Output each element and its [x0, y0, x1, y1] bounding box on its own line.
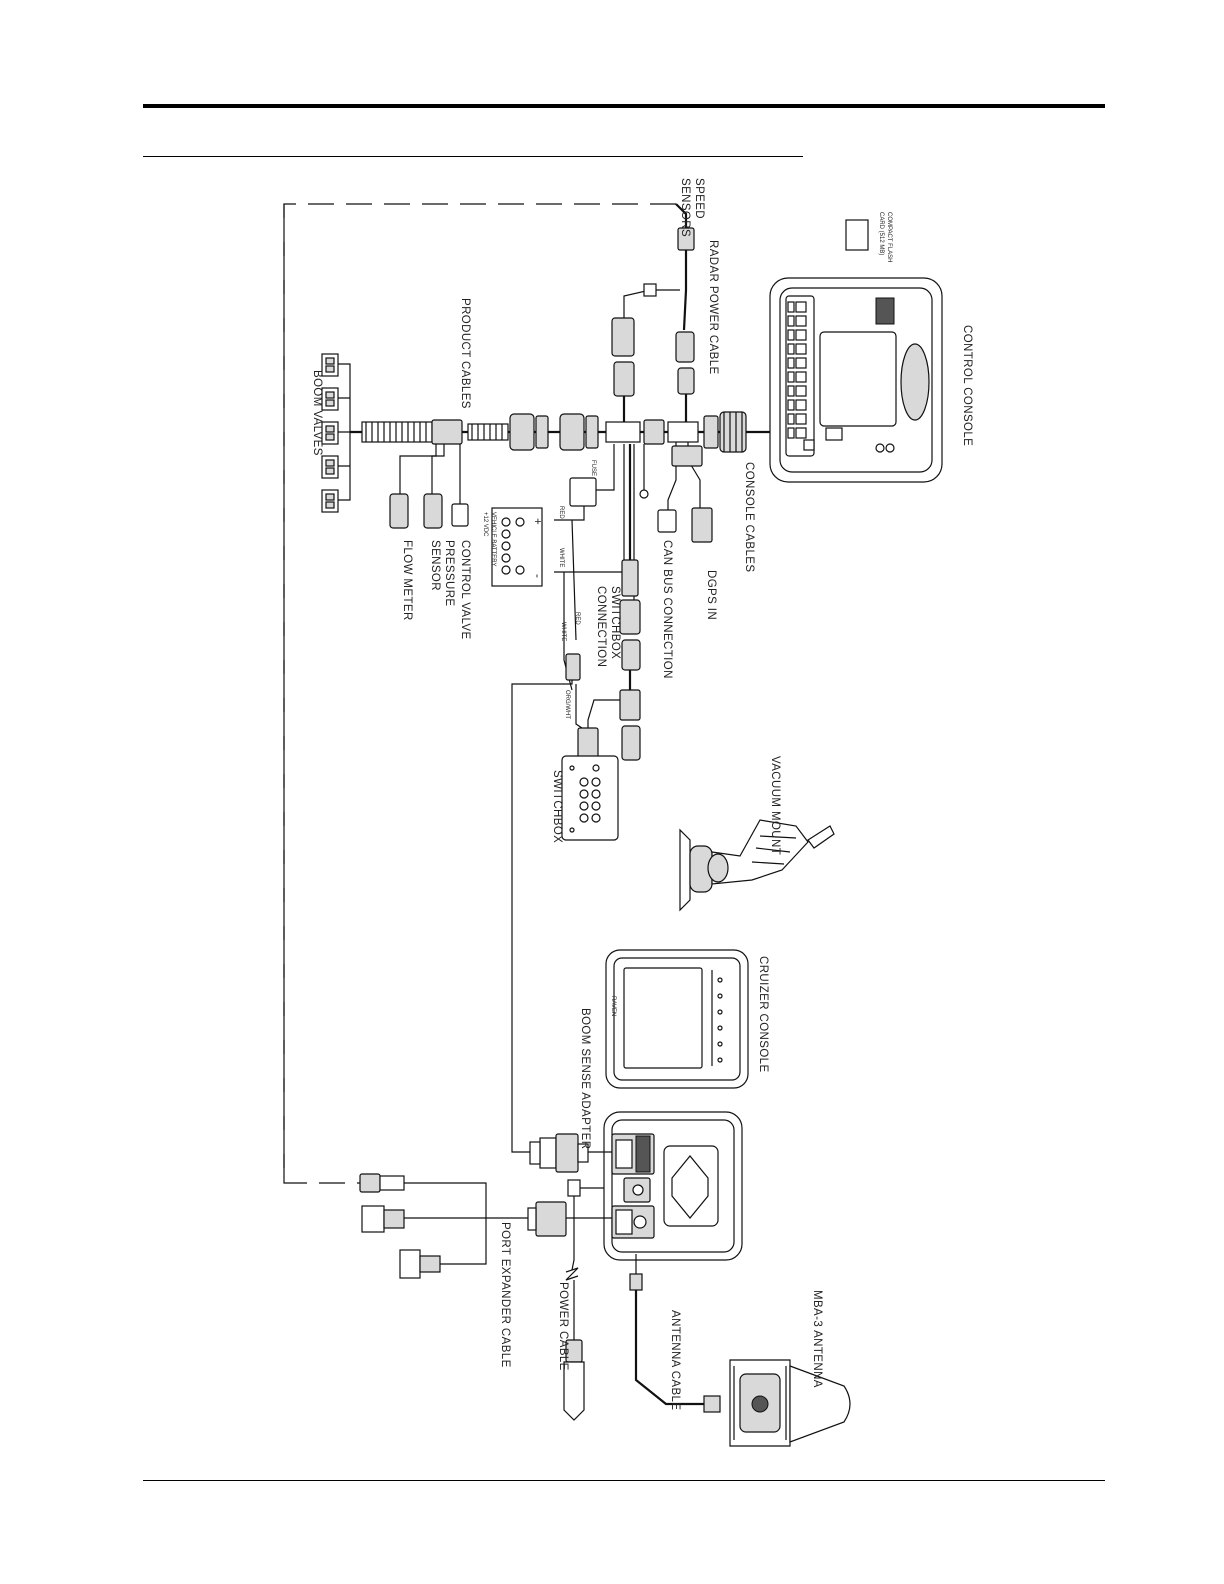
gps-receiver	[603, 1111, 743, 1261]
antenna-cable: ANTENNA CABLE	[629, 1254, 721, 1413]
pressure-sensor-label-2: SENSOR	[429, 540, 441, 591]
antenna-cable-label: ANTENNA CABLE	[669, 1310, 681, 1410]
boom-sense-adapter: BOOM SENSE ADAPTER	[529, 1008, 612, 1173]
console-cables: CONSOLE CABLES DGPS IN CAN BUS CONNECTIO…	[657, 442, 755, 679]
radar-power-cable-label: RADAR POWER CABLE	[707, 240, 719, 375]
cruizer-console-label: CRUIZER CONSOLE	[757, 956, 769, 1073]
speed-sensors-label-2: SENSORS	[679, 178, 691, 237]
dashed-link-lines	[283, 203, 676, 1184]
header-rule-thick	[143, 104, 1105, 108]
power-cable-label: POWER CABLE	[557, 1282, 569, 1371]
flow-meter-label: FLOW METER	[401, 540, 413, 621]
control-console-label: CONTROL CONSOLE	[961, 325, 973, 446]
red-lead-label: RED	[574, 612, 580, 625]
mba3-antenna-label: MBA-3 ANTENNA	[811, 1290, 823, 1388]
compact-flash-label-1: COMPACT FLASH	[886, 212, 892, 262]
port-expander-cable-label: PORT EXPANDER CABLE	[499, 1222, 511, 1368]
switchbox-connection-label-2: CONNECTION	[595, 586, 607, 667]
console-keypad	[785, 295, 843, 457]
org-wht-label: ORG/WHT	[564, 690, 570, 719]
product-cables-label: PRODUCT CABLES	[459, 298, 471, 409]
battery-power: FUSE RED WHITE + - VEHICLE BATTERY +12 V…	[482, 444, 649, 691]
pressure-sensor-label-1: PRESSURE	[443, 540, 455, 606]
switchbox-connection-label-1: SWITCHBOX	[609, 586, 621, 659]
white-lead-label: WHITE	[560, 622, 566, 641]
boom-valves-label: BOOM VALVES	[311, 370, 323, 456]
boom-valve-5	[321, 489, 339, 513]
raven-logo-text: RAVEN	[610, 996, 616, 1016]
control-console: CONTROL CONSOLE	[769, 277, 973, 483]
compact-flash-label-2: CARD (512 MB)	[878, 212, 884, 255]
boom-sense-adapter-label: BOOM SENSE ADAPTER	[579, 1008, 591, 1149]
boom-sense-line: ORG/WHT	[511, 680, 583, 1153]
cruizer-console: RAVEN CRUIZER CONSOLE	[605, 949, 769, 1089]
battery-minus: -	[531, 574, 543, 578]
battery-plus: +	[531, 518, 543, 525]
boom-valve-1	[321, 353, 339, 377]
main-harness: PRODUCT CABLES	[350, 298, 770, 453]
product-sensors: CONTROL VALVE PRESSURE SENSOR FLOW METER	[389, 444, 471, 640]
red-label: RED	[558, 506, 564, 519]
vacuum-mount: VACUUM MOUNT	[679, 756, 835, 912]
boom-valve-3	[321, 421, 339, 445]
mba3-antenna: MBA-3 ANTENNA	[729, 1290, 851, 1447]
speed-sensor-cable: SPEED SENSORS RADAR POWER CABLE	[611, 178, 719, 430]
switchbox-connection: SWITCHBOX CONNECTION	[577, 444, 641, 768]
power-cable: POWER CABLE	[557, 1179, 604, 1421]
compact-flash-card: COMPACT FLASH CARD (512 MB)	[845, 212, 892, 262]
harness-corrugation	[361, 421, 433, 443]
switchbox-label: SWITCHBOX	[551, 770, 563, 843]
vehicle-battery-label-2: +12 VDC	[482, 512, 488, 537]
port-expander-cable: PORT EXPANDER CABLE	[359, 1173, 612, 1368]
vacuum-mount-label: VACUUM MOUNT	[769, 756, 781, 855]
boom-valve-2	[321, 387, 339, 411]
boom-valves: BOOM VALVES	[311, 353, 351, 513]
white-label: WHITE	[558, 548, 564, 567]
boom-valve-4	[321, 455, 339, 479]
footer-rule	[143, 1480, 1105, 1481]
can-bus-label: CAN BUS CONNECTION	[661, 540, 673, 679]
switchbox: SWITCHBOX	[551, 755, 619, 843]
speed-sensors-label-1: SPEED	[693, 178, 705, 219]
console-cables-label: CONSOLE CABLES	[743, 462, 755, 572]
header-rule-thin	[143, 156, 803, 157]
fuse-label: FUSE	[590, 460, 596, 476]
dgps-in-label: DGPS IN	[705, 570, 717, 620]
vehicle-battery-label-1: VEHICLE BATTERY	[490, 512, 496, 566]
control-valve-label: CONTROL VALVE	[459, 540, 471, 640]
